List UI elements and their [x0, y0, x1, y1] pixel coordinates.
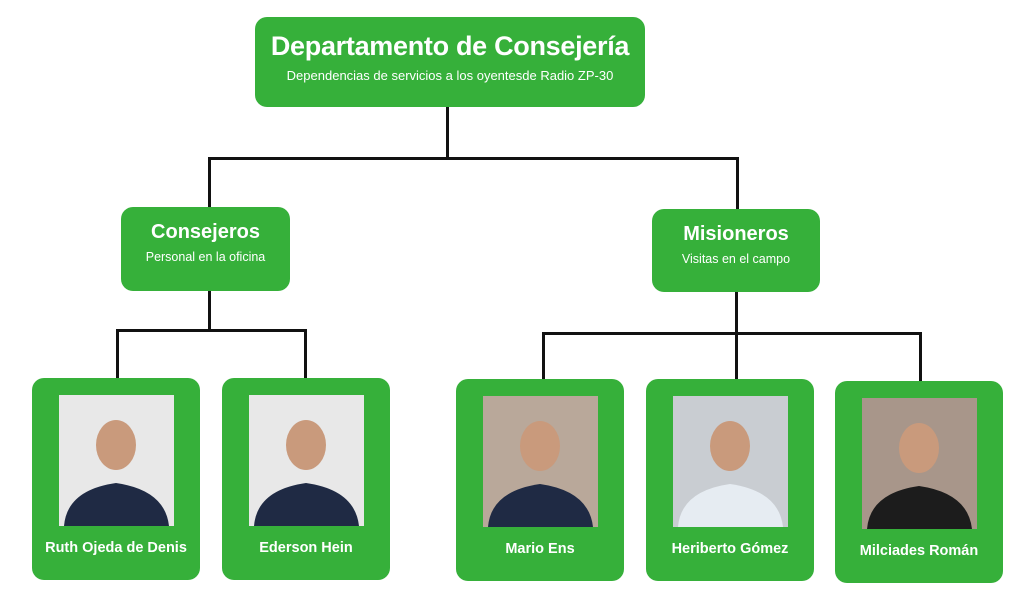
connector: [116, 329, 307, 332]
group-node-misioneros: Misioneros Visitas en el campo: [652, 209, 820, 292]
group-title: Consejeros: [151, 221, 260, 243]
person-card: Ruth Ojeda de Denis: [32, 378, 200, 580]
group-subtitle: Personal en la oficina: [145, 250, 266, 264]
person-name: Ederson Hein: [259, 540, 353, 556]
connector: [919, 332, 922, 382]
person-photo: [249, 395, 364, 526]
root-subtitle: Dependencias de servicios a los oyentesd…: [286, 68, 614, 83]
connector: [208, 157, 739, 160]
connector: [542, 332, 545, 380]
connector: [736, 157, 739, 210]
connector: [208, 290, 211, 331]
person-name: Mario Ens: [505, 541, 575, 557]
connector: [116, 329, 119, 379]
person-card: Mario Ens: [456, 379, 624, 581]
connector: [735, 291, 738, 380]
root-title: Departamento de Consejería: [270, 31, 630, 61]
person-photo: [862, 398, 977, 529]
person-card: Milciades Román: [835, 381, 1003, 583]
person-photo: [673, 396, 788, 527]
connector: [542, 332, 922, 335]
person-name: Heriberto Gómez: [671, 541, 789, 557]
connector: [446, 107, 449, 159]
group-node-consejeros: Consejeros Personal en la oficina: [121, 207, 290, 291]
connector: [208, 157, 211, 208]
person-photo: [483, 396, 598, 527]
group-subtitle: Visitas en el campo: [681, 252, 791, 266]
group-title: Misioneros: [683, 223, 789, 245]
connector: [304, 329, 307, 379]
person-card: Ederson Hein: [222, 378, 390, 580]
person-name: Ruth Ojeda de Denis: [45, 540, 187, 556]
person-card: Heriberto Gómez: [646, 379, 814, 581]
person-name: Milciades Román: [859, 543, 979, 559]
root-node: Departamento de Consejería Dependencias …: [255, 17, 645, 107]
person-photo: [59, 395, 174, 526]
